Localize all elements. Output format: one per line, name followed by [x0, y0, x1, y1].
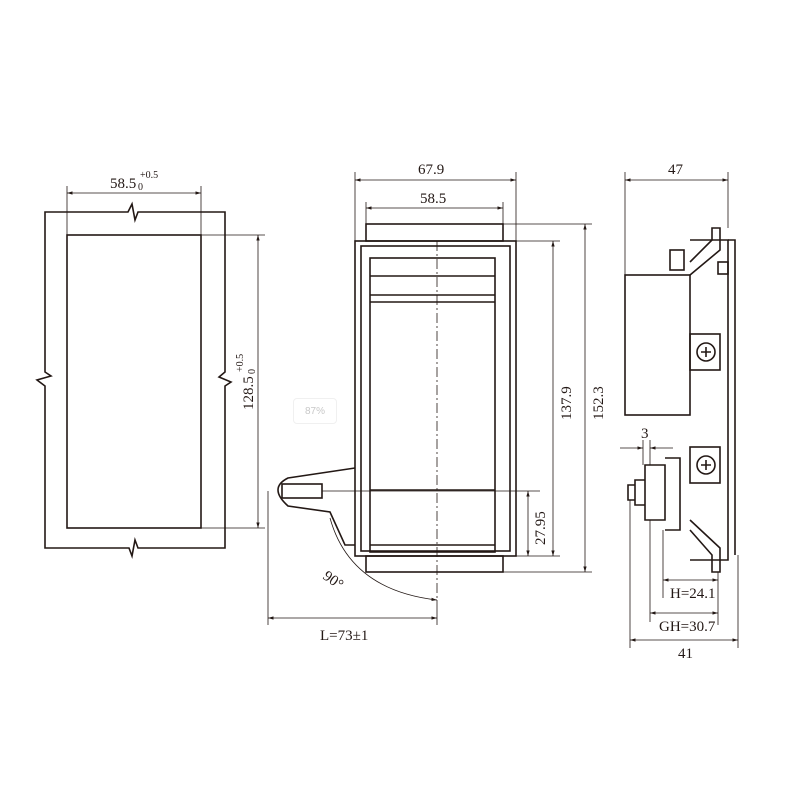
- inner-width-label: 58.5: [420, 191, 446, 207]
- gap-label: 3: [641, 426, 649, 442]
- cutout-width-label: 58.5: [110, 176, 136, 192]
- handle-offset-label: 27.95: [533, 511, 549, 545]
- cutout-height-label: 128.5: [241, 376, 257, 410]
- inner-height-label: 137.9: [559, 386, 575, 420]
- cutout-width-tol-lower: 0: [138, 182, 143, 193]
- side-depth-top-label: 47: [668, 162, 684, 178]
- zoom-level-badge: 87%: [293, 398, 337, 424]
- cutout-view: 58.5 +0.5 0 128.5 +0.5 0: [35, 170, 265, 559]
- cutout-height-tol-lower: 0: [247, 369, 258, 374]
- screw-icon: [701, 347, 711, 357]
- handle: [277, 467, 356, 546]
- front-view: 67.9 58.5 137.9 152.3 27.95 L=73±1 90°: [267, 162, 607, 644]
- rotation-angle-label: 90°: [320, 568, 346, 593]
- cutout-width-tol-upper: +0.5: [140, 170, 158, 181]
- handle-length-label: L=73±1: [320, 628, 368, 644]
- screw-icon: [701, 460, 711, 470]
- gh-label: GH=30.7: [659, 619, 716, 635]
- side-depth-bottom-label: 41: [678, 646, 693, 662]
- h-label: H=24.1: [670, 586, 716, 602]
- side-view: 47 3 H=24.1 GH=30.7 41: [620, 162, 739, 662]
- overall-width-label: 67.9: [418, 162, 444, 178]
- cutout-height-tol-upper: +0.5: [235, 354, 246, 372]
- overall-height-label: 152.3: [591, 386, 607, 420]
